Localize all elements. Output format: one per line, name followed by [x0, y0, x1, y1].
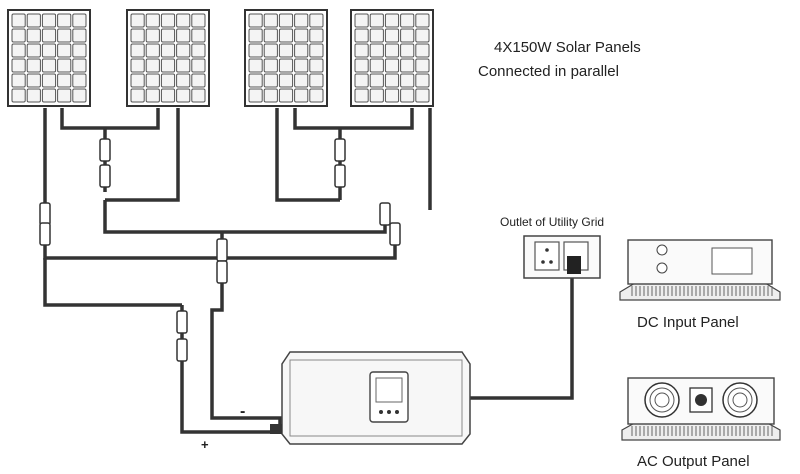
mc4-connector-icon — [176, 338, 188, 362]
minus-label: - — [240, 403, 245, 420]
plus-label: + — [201, 437, 209, 452]
ac-panel-label: AC Output Panel — [637, 453, 750, 470]
mc4-connector-icon — [389, 222, 401, 246]
solar-panel-icon — [350, 9, 434, 107]
socket-left-icon — [534, 241, 560, 271]
solar-panel-icon — [244, 9, 328, 107]
dc-input-panel: DC Input Panel — [619, 239, 781, 331]
solar-panel-array — [7, 9, 434, 107]
inverter-dc-terminal — [270, 424, 282, 434]
outlet-label: Outlet of Utility Grid — [500, 215, 604, 229]
plug-icon — [567, 256, 581, 274]
utility-outlet: Outlet of Utility Grid — [500, 215, 604, 279]
mc4-connector-icon — [99, 164, 111, 188]
mc4-connector-icon — [216, 260, 228, 284]
ac-output-panel: AC Output Panel — [621, 377, 781, 470]
mc4-connector-icon — [379, 202, 391, 226]
solar-panel-icon — [7, 9, 91, 107]
dc-panel-label: DC Input Panel — [637, 314, 739, 331]
mc4-connector-icon — [334, 164, 346, 188]
mc4-connector-icon — [39, 202, 51, 226]
title-line-1: 4X150W Solar Panels — [494, 39, 641, 56]
mc4-connectors — [39, 138, 401, 362]
mc4-connector-icon — [176, 310, 188, 334]
mc4-connector-icon — [216, 238, 228, 262]
solar-panel-icon — [126, 9, 210, 107]
title-line-2: Connected in parallel — [478, 63, 619, 80]
mc4-connector-icon — [99, 138, 111, 162]
mc4-connector-icon — [334, 138, 346, 162]
mc4-connector-icon — [39, 222, 51, 246]
grid-tie-inverter: - + — [201, 351, 471, 452]
